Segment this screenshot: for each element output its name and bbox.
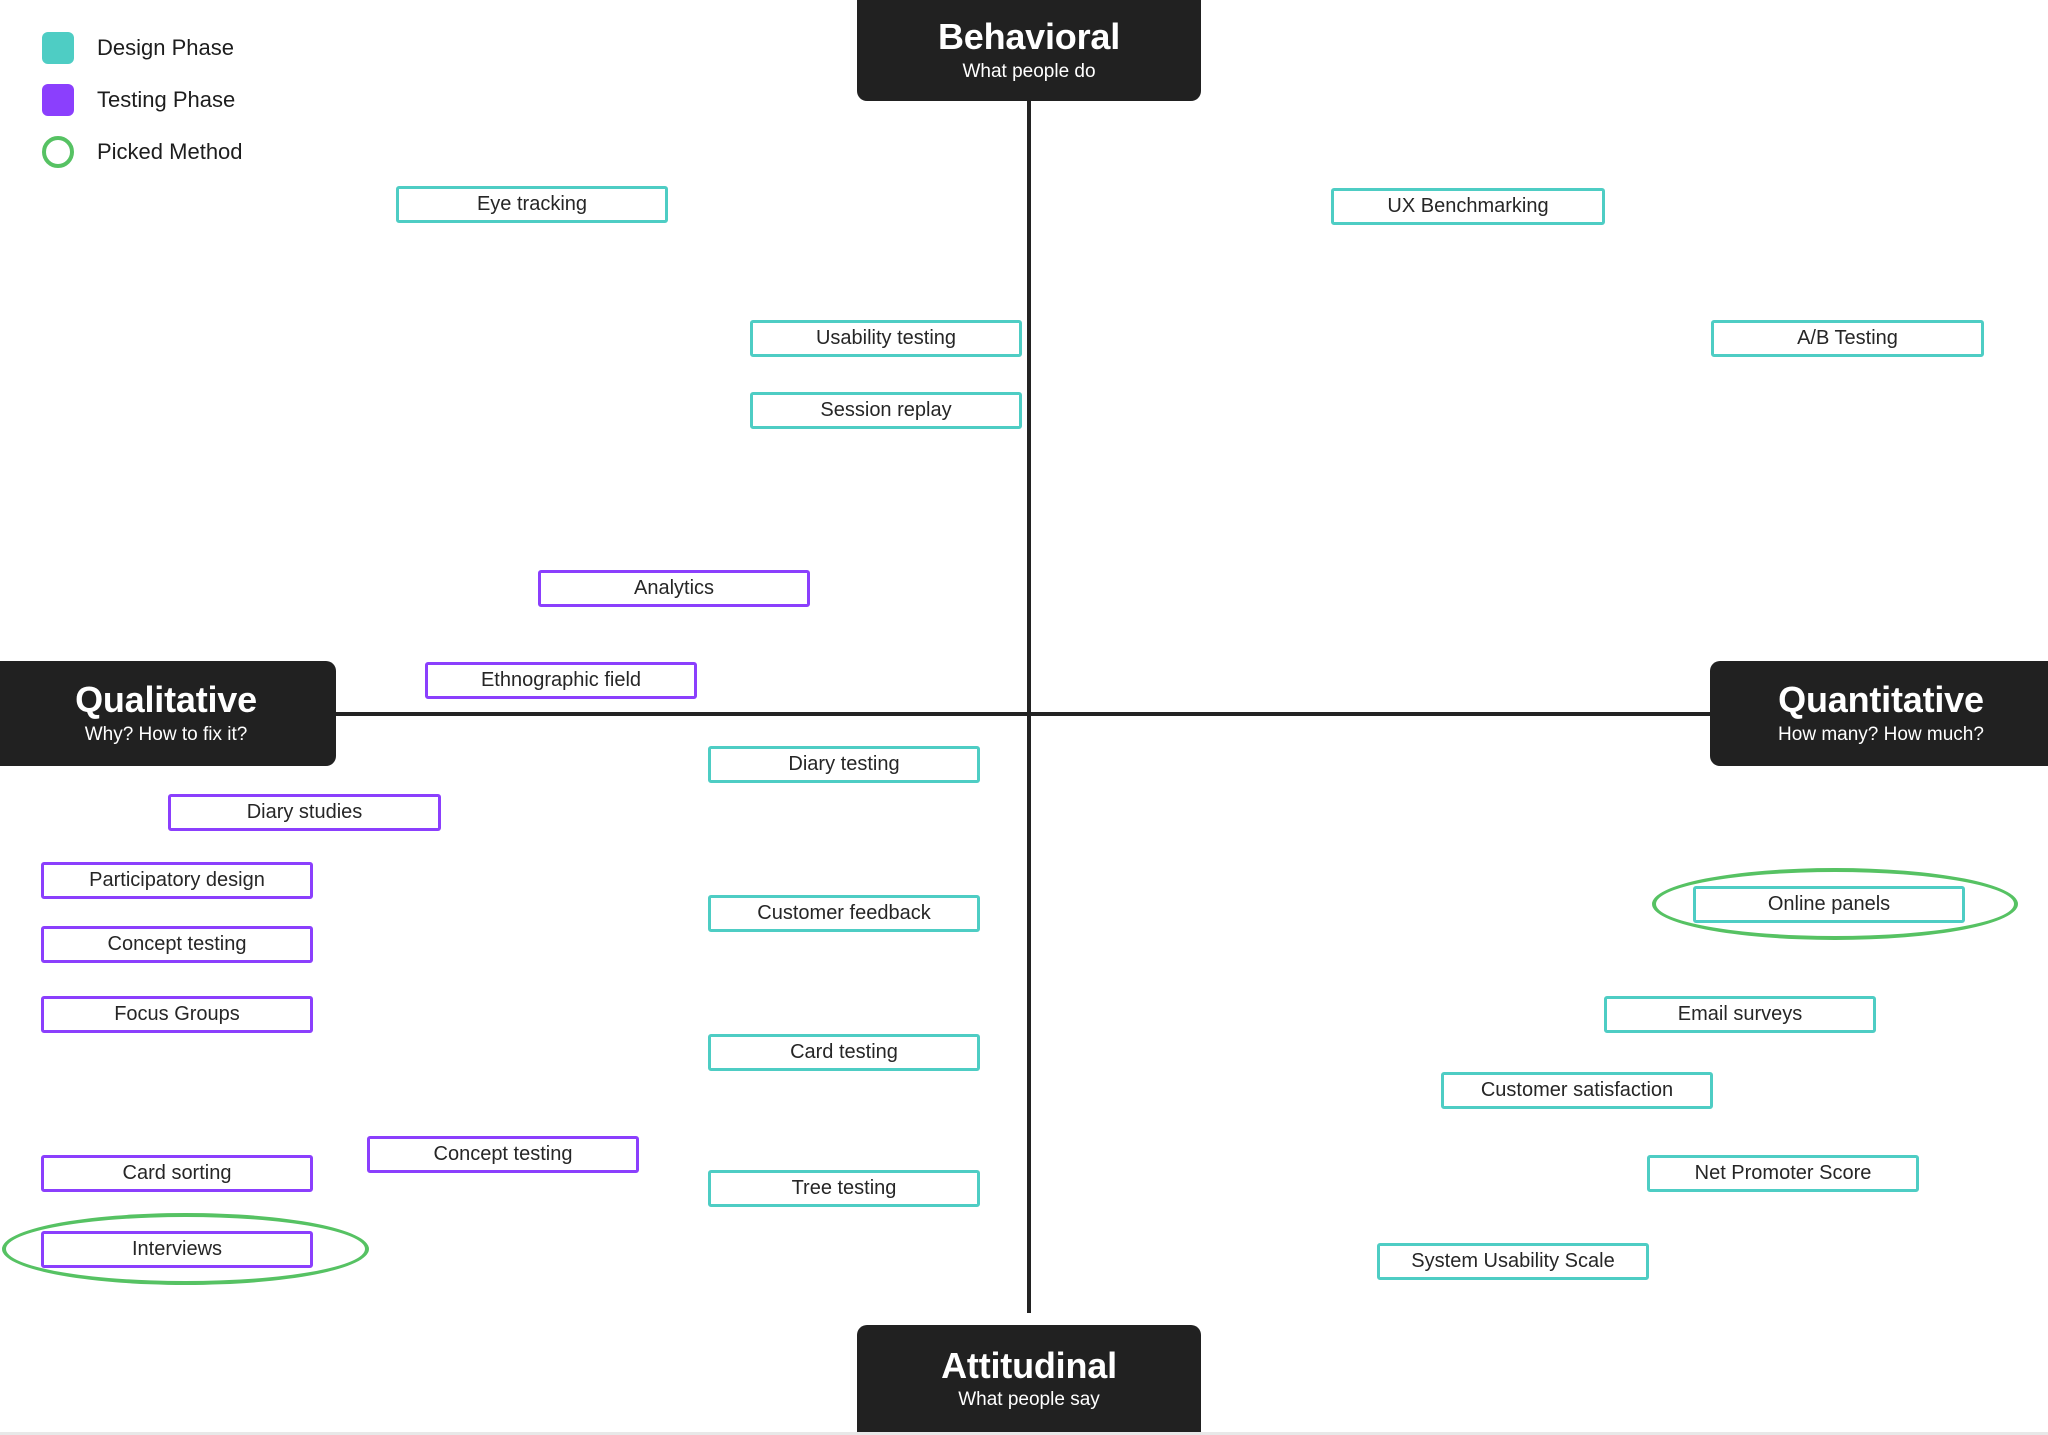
axis-label-attitudinal: Attitudinal What people say bbox=[857, 1325, 1201, 1432]
horizontal-axis-line bbox=[0, 712, 2048, 716]
axis-label-quantitative: Quantitative How many? How much? bbox=[1710, 661, 2048, 766]
axis-label-qualitative: Qualitative Why? How to fix it? bbox=[0, 661, 336, 766]
method-box-session-replay[interactable]: Session replay bbox=[750, 392, 1022, 429]
axis-label-qualitative-title: Qualitative bbox=[75, 679, 257, 721]
method-box-analytics[interactable]: Analytics bbox=[538, 570, 810, 607]
filled-square-swatch bbox=[42, 32, 74, 64]
method-box-concept-testing-left[interactable]: Concept testing bbox=[41, 926, 313, 963]
circle-outline-swatch bbox=[42, 136, 74, 168]
axis-label-quantitative-subtitle: How many? How much? bbox=[1778, 723, 1984, 745]
method-box-net-promoter-score[interactable]: Net Promoter Score bbox=[1647, 1155, 1919, 1192]
axis-label-quantitative-title: Quantitative bbox=[1778, 679, 1984, 721]
axis-label-behavioral-subtitle: What people do bbox=[962, 60, 1096, 82]
axis-label-behavioral: Behavioral What people do bbox=[857, 0, 1201, 101]
method-box-ethnographic-field[interactable]: Ethnographic field bbox=[425, 662, 697, 699]
method-box-eye-tracking[interactable]: Eye tracking bbox=[396, 186, 668, 223]
method-box-participatory-design[interactable]: Participatory design bbox=[41, 862, 313, 899]
picked-ellipse-online-panels bbox=[1652, 868, 2018, 940]
axis-label-behavioral-title: Behavioral bbox=[937, 16, 1121, 58]
method-box-usability-testing[interactable]: Usability testing bbox=[750, 320, 1022, 357]
method-box-diary-testing[interactable]: Diary testing bbox=[708, 746, 980, 783]
legend-item-label: Design Phase bbox=[97, 35, 234, 60]
axis-label-qualitative-subtitle: Why? How to fix it? bbox=[84, 723, 248, 745]
method-box-card-testing[interactable]: Card testing bbox=[708, 1034, 980, 1071]
method-box-interviews[interactable]: Interviews bbox=[41, 1231, 313, 1268]
legend-item-testing-phase[interactable]: Testing Phase bbox=[42, 74, 342, 126]
picked-ellipse-interviews bbox=[2, 1213, 369, 1285]
axis-label-attitudinal-subtitle: What people say bbox=[958, 1389, 1100, 1411]
method-box-concept-testing-mid[interactable]: Concept testing bbox=[367, 1136, 639, 1173]
vertical-axis-line bbox=[1027, 100, 1031, 1313]
method-box-tree-testing[interactable]: Tree testing bbox=[708, 1170, 980, 1207]
legend-item-design-phase[interactable]: Design Phase bbox=[42, 22, 342, 74]
method-box-focus-groups[interactable]: Focus Groups bbox=[41, 996, 313, 1033]
method-box-card-sorting[interactable]: Card sorting bbox=[41, 1155, 313, 1192]
method-box-online-panels[interactable]: Online panels bbox=[1693, 886, 1965, 923]
method-box-customer-satisfaction[interactable]: Customer satisfaction bbox=[1441, 1072, 1713, 1109]
legend-item-picked-method[interactable]: Picked Method bbox=[42, 126, 342, 178]
method-box-ux-benchmarking[interactable]: UX Benchmarking bbox=[1331, 188, 1605, 225]
legend-item-label: Testing Phase bbox=[97, 87, 236, 112]
method-box-diary-studies[interactable]: Diary studies bbox=[168, 794, 441, 831]
filled-square-swatch bbox=[42, 84, 74, 116]
legend-item-label: Picked Method bbox=[97, 139, 243, 164]
method-box-system-usability-scale[interactable]: System Usability Scale bbox=[1377, 1243, 1649, 1280]
method-box-email-surveys[interactable]: Email surveys bbox=[1604, 996, 1876, 1033]
method-box-ab-testing[interactable]: A/B Testing bbox=[1711, 320, 1984, 357]
method-box-customer-feedback[interactable]: Customer feedback bbox=[708, 895, 980, 932]
axis-label-attitudinal-title: Attitudinal bbox=[941, 1344, 1117, 1386]
